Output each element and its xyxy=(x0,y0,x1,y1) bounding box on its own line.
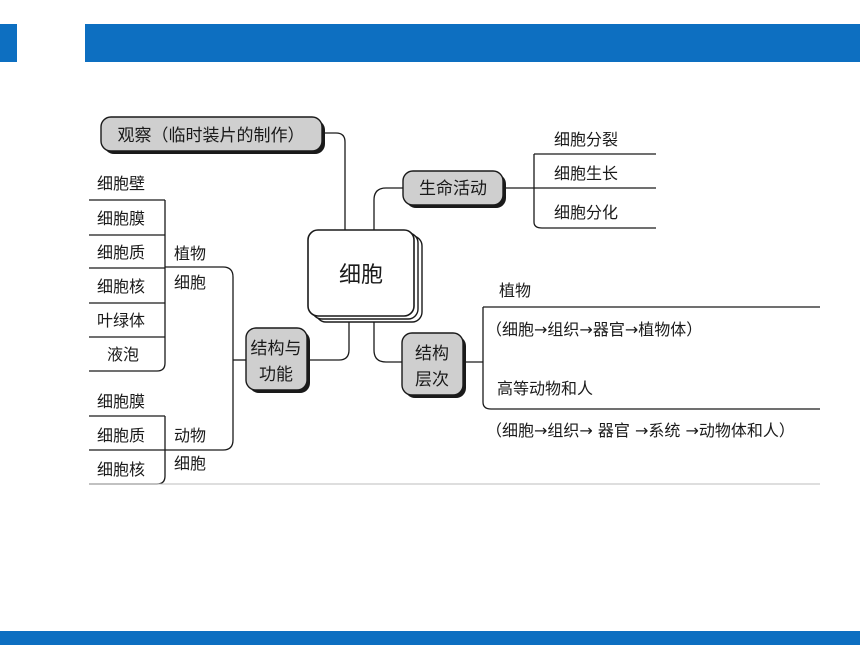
footer-bar xyxy=(0,631,860,645)
activity-node: 生命活动 xyxy=(402,170,506,208)
activity-item-division: 细胞分裂 xyxy=(554,130,618,149)
observe-node: 观察（临时装片的制作） xyxy=(100,116,325,154)
levels-label-2: 层次 xyxy=(415,370,449,390)
header-bar xyxy=(85,24,860,62)
observe-label: 观察（临时装片的制作） xyxy=(118,126,305,146)
levels-plant-title: 植物 xyxy=(499,281,531,300)
activity-label: 生命活动 xyxy=(419,179,487,199)
connector-lines xyxy=(89,132,820,485)
center-node: 细胞 xyxy=(307,229,423,323)
animal-cell-label-1: 动物 xyxy=(174,426,206,445)
structure-function-label-2: 功能 xyxy=(259,365,293,385)
levels-animal-chain: （细胞→组织→ 器官 →系统 →动物体和人） xyxy=(486,421,795,440)
activity-item-differentiation: 细胞分化 xyxy=(554,203,618,222)
activity-item-growth: 细胞生长 xyxy=(554,164,618,183)
animal-item-cytoplasm: 细胞质 xyxy=(97,426,145,445)
center-label: 细胞 xyxy=(339,263,383,288)
plant-item-chloroplast: 叶绿体 xyxy=(97,311,145,330)
levels-node: 结构 层次 xyxy=(401,332,466,398)
levels-plant-chain: （细胞→组织→器官→植物体） xyxy=(486,320,702,339)
structure-function-label-1: 结构与 xyxy=(251,339,302,359)
plant-item-cell-wall: 细胞壁 xyxy=(97,174,145,193)
animal-cell-label-2: 细胞 xyxy=(174,454,206,473)
plant-item-vacuole: 液泡 xyxy=(107,345,139,364)
plant-item-nucleus: 细胞核 xyxy=(97,277,145,296)
plant-cell-label-2: 细胞 xyxy=(174,273,206,292)
plant-item-membrane: 细胞膜 xyxy=(97,209,145,228)
header-accent-block xyxy=(0,24,17,62)
levels-label-1: 结构 xyxy=(415,344,449,364)
animal-item-membrane: 细胞膜 xyxy=(97,392,145,411)
plant-cell-label-1: 植物 xyxy=(174,244,206,263)
levels-animal-title: 高等动物和人 xyxy=(497,379,593,398)
animal-item-nucleus: 细胞核 xyxy=(97,460,145,479)
structure-function-node: 结构与 功能 xyxy=(245,327,310,393)
plant-item-cytoplasm: 细胞质 xyxy=(97,243,145,262)
